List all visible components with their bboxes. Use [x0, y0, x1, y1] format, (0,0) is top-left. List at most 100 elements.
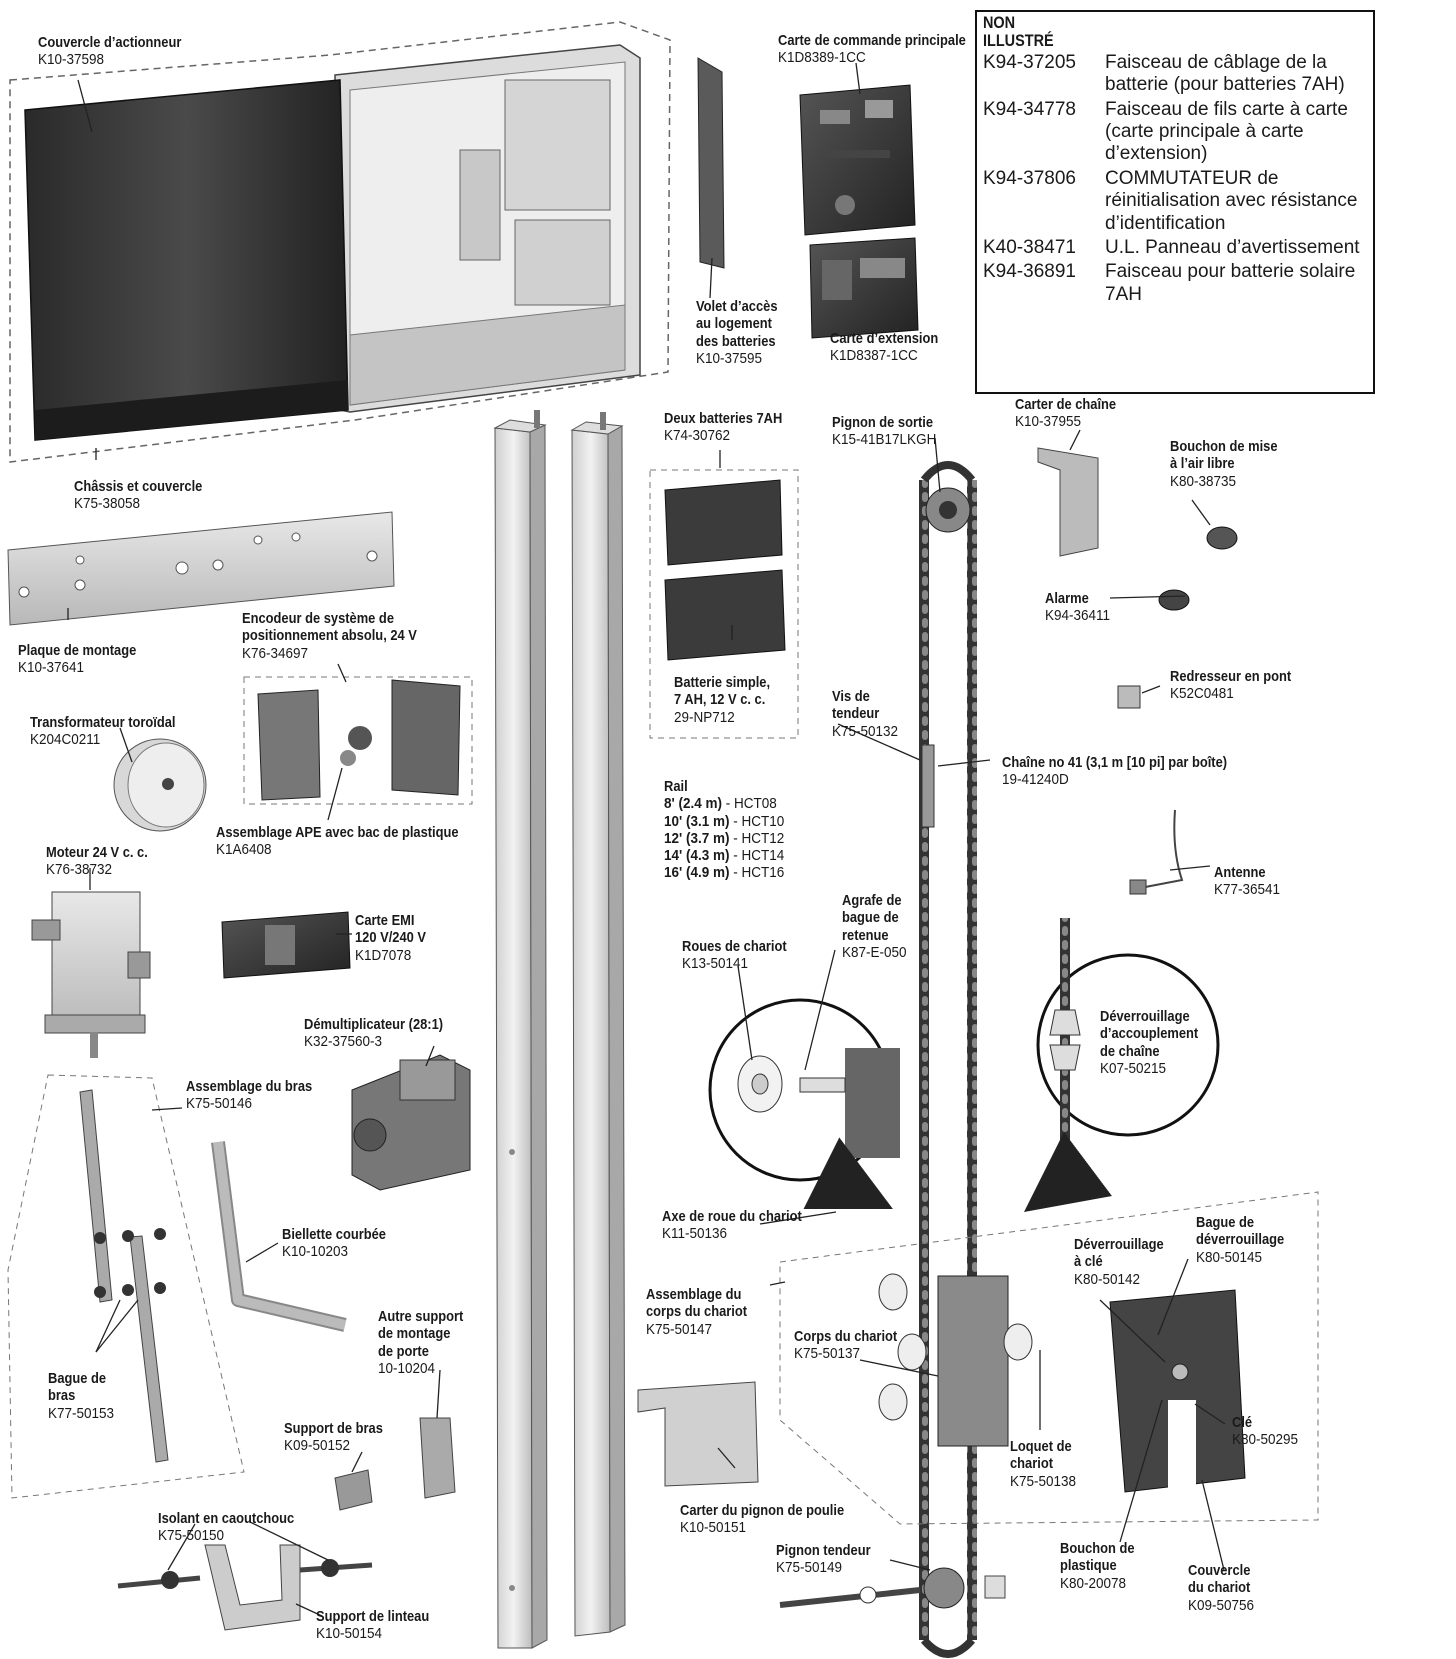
part-code: K80-20078 [1060, 1574, 1127, 1592]
part-name: Antenne [1214, 864, 1266, 881]
part-code: K1D8387-1CC [830, 347, 918, 365]
rail-row: 14' (4.3 m) - HCT14 [664, 847, 784, 864]
part-code: K80-50142 [1074, 1270, 1141, 1288]
arm-support [334, 1469, 373, 1511]
part-name: Démultiplicateur (28:1) [304, 1016, 444, 1033]
part-code: K13-50141 [682, 955, 749, 973]
not-shown-box: NON ILLUSTRÉ K94-37205 Faisceau de câbla… [975, 10, 1375, 394]
part-name: Support de linteau [316, 1608, 430, 1625]
part-name: Redresseur en pont [1170, 668, 1292, 685]
part-name: Axe de roue du chariot [662, 1208, 802, 1225]
rail-length: 10' (3.1 m) [664, 812, 730, 830]
not-shown-code: K94-37806 [983, 167, 1076, 189]
rail-length: 14' (4.3 m) [664, 847, 730, 864]
not-shown-row: K40-38471 U.L. Panneau d’avertissement [983, 237, 1367, 259]
part-code: K80-38735 [1170, 472, 1237, 490]
not-shown-code: K94-34778 [983, 98, 1076, 120]
label-encodeur: Encodeur de système de positionnement ab… [242, 610, 445, 662]
not-shown-code: K40-38471 [983, 236, 1076, 258]
part-code: K75-50147 [646, 1320, 713, 1338]
part-code: K76-34697 [242, 644, 309, 662]
part-code: K09-50152 [284, 1437, 351, 1455]
part-code: K75-50138 [1010, 1472, 1077, 1490]
part-name: Pignon tendeur [776, 1542, 871, 1559]
part-name: Deux batteries 7AH [664, 410, 783, 427]
part-code: K75-38058 [74, 495, 141, 513]
chain-assembly [779, 461, 1006, 1658]
part-code: K75-50149 [776, 1559, 843, 1577]
part-name: Biellette courbée [282, 1226, 386, 1243]
detail-trolley-wheel [708, 998, 900, 1209]
part-code: K76-38732 [46, 861, 113, 879]
rail-row: 10' (3.1 m) - HCT10 [664, 813, 784, 830]
part-name: Autre support de montage de porte [378, 1308, 464, 1360]
part-name: Plaque de montage [18, 642, 137, 659]
part-name: Pignon de sortie [832, 414, 934, 431]
part-code: 29-NP712 [674, 708, 735, 726]
rail-code: - HCT12 [733, 829, 785, 847]
leader-lines [67, 62, 1226, 1617]
part-code: K10-37595 [696, 349, 763, 367]
trolley-assembly-outline [779, 1191, 1319, 1525]
part-code: K07-50215 [1100, 1059, 1167, 1077]
label-moteur: Moteur 24 V c. c.K76-38732 [46, 844, 164, 879]
actuator-cover [24, 79, 349, 441]
part-name: Isolant en caoutchouc [158, 1510, 295, 1527]
part-name: Volet d’accès au logement des batteries [696, 298, 778, 350]
alt-door-bracket [419, 1417, 456, 1499]
rails [493, 410, 626, 1649]
label-chaine: Chaîne no 41 (3,1 m [10 pi] par boîte)19… [1002, 754, 1264, 789]
part-name: Bague de déverrouillage [1196, 1214, 1285, 1249]
motor [31, 891, 151, 1058]
not-shown-code: K94-36891 [983, 261, 1076, 283]
rail-row: 8' (2.4 m) - HCT08 [664, 795, 784, 812]
part-code: K09-50756 [1188, 1596, 1255, 1614]
part-code: K75-50132 [832, 722, 899, 740]
not-shown-row: K94-36891 Faisceau pour batterie solaire… [983, 261, 1367, 306]
part-code: K80-50145 [1196, 1248, 1263, 1266]
trolley-body [878, 1273, 1033, 1447]
header-bracket [117, 1544, 373, 1631]
not-shown-row: K94-37205 Faisceau de câblage de la batt… [983, 52, 1367, 97]
part-code: K75-50137 [794, 1345, 861, 1363]
part-code: 19-41240D [1002, 771, 1069, 789]
part-name: Carte de commande principale [778, 32, 966, 49]
chassis-box [334, 44, 641, 413]
rail-title: Rail [664, 778, 688, 795]
part-code: K10-50151 [680, 1519, 747, 1537]
part-name: Bague de bras [48, 1370, 107, 1405]
part-name: Carter de chaîne [1015, 396, 1117, 413]
part-code: K87-E-050 [842, 943, 907, 961]
label-demultiplicateur: Démultiplicateur (28:1)K32-37560-3 [304, 1016, 466, 1051]
rail-row: 12' (3.7 m) - HCT12 [664, 830, 784, 847]
chain-guard [1037, 447, 1099, 557]
part-name: Déverrouillage à clé [1074, 1236, 1164, 1271]
part-code: K80-50295 [1232, 1431, 1299, 1449]
arm-assembly [7, 1074, 245, 1499]
part-name: Carte d’extension [830, 330, 939, 347]
gearbox [351, 1054, 471, 1191]
part-code: K10-50154 [316, 1625, 383, 1643]
part-name: Déverrouillage d’accouplement de chaîne [1100, 1008, 1199, 1060]
rail-row: 16' (4.9 m) - HCT16 [664, 864, 784, 881]
